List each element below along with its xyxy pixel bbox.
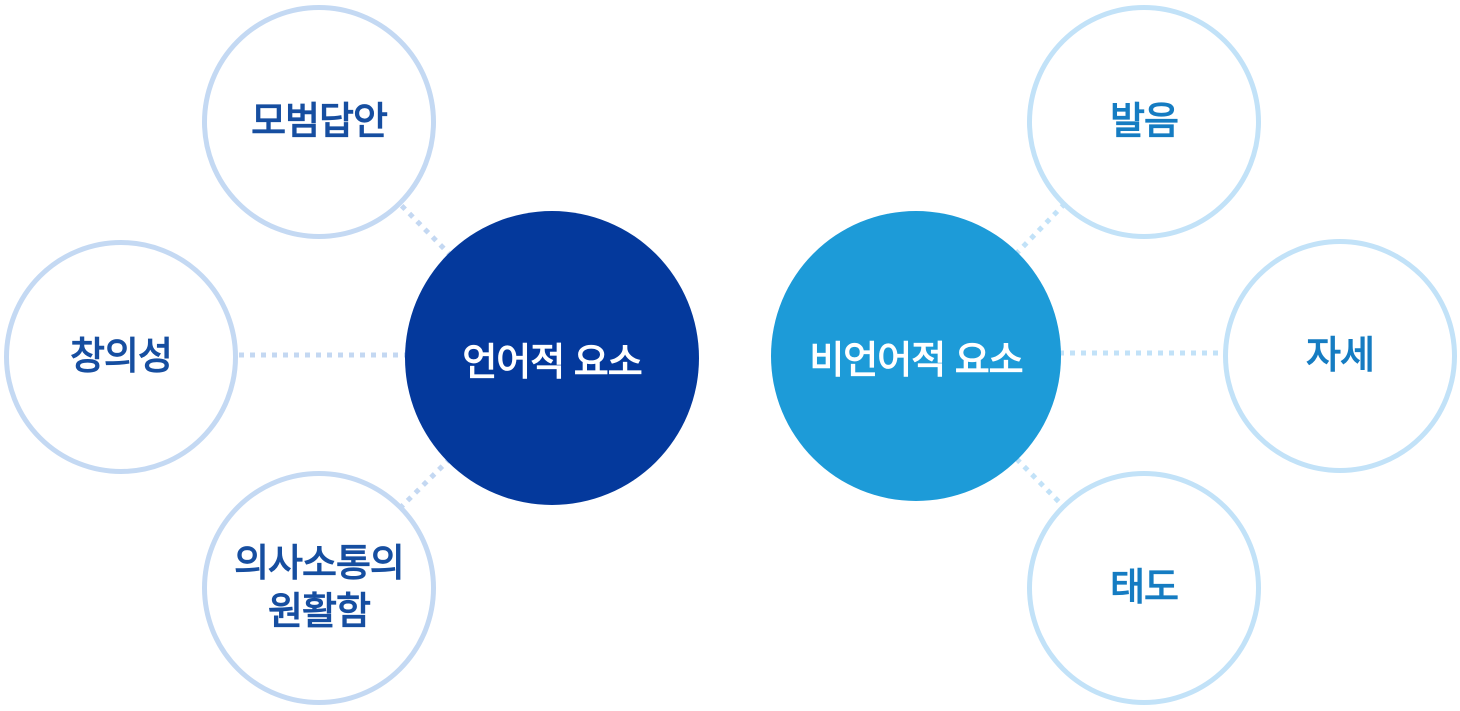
hub-linguistic-elements: 언어적 요소 — [405, 211, 699, 505]
satellite-attitude: 태도 — [1027, 471, 1261, 705]
satellite-label: 태도 — [1110, 567, 1179, 609]
hub-label: 비언어적 요소 — [809, 339, 1023, 382]
satellite-label: 모범답안 — [251, 101, 388, 143]
satellite-label-line-2: 원활함 — [268, 591, 371, 633]
satellite-label-line-1: 의사소통의 — [234, 543, 405, 585]
satellite-model-answer: 모범답안 — [202, 5, 436, 239]
satellite-communication-fluency: 의사소통의 원활함 — [202, 471, 436, 705]
satellite-posture: 자세 — [1223, 239, 1457, 473]
hub-nonlinguistic-elements: 비언어적 요소 — [771, 211, 1061, 501]
satellite-label: 창의성 — [70, 336, 173, 378]
satellite-creativity: 창의성 — [4, 240, 238, 474]
satellite-pronunciation: 발음 — [1027, 5, 1261, 239]
hub-label: 언어적 요소 — [462, 341, 642, 384]
satellite-label: 자세 — [1306, 335, 1375, 377]
satellite-label: 발음 — [1110, 101, 1179, 143]
